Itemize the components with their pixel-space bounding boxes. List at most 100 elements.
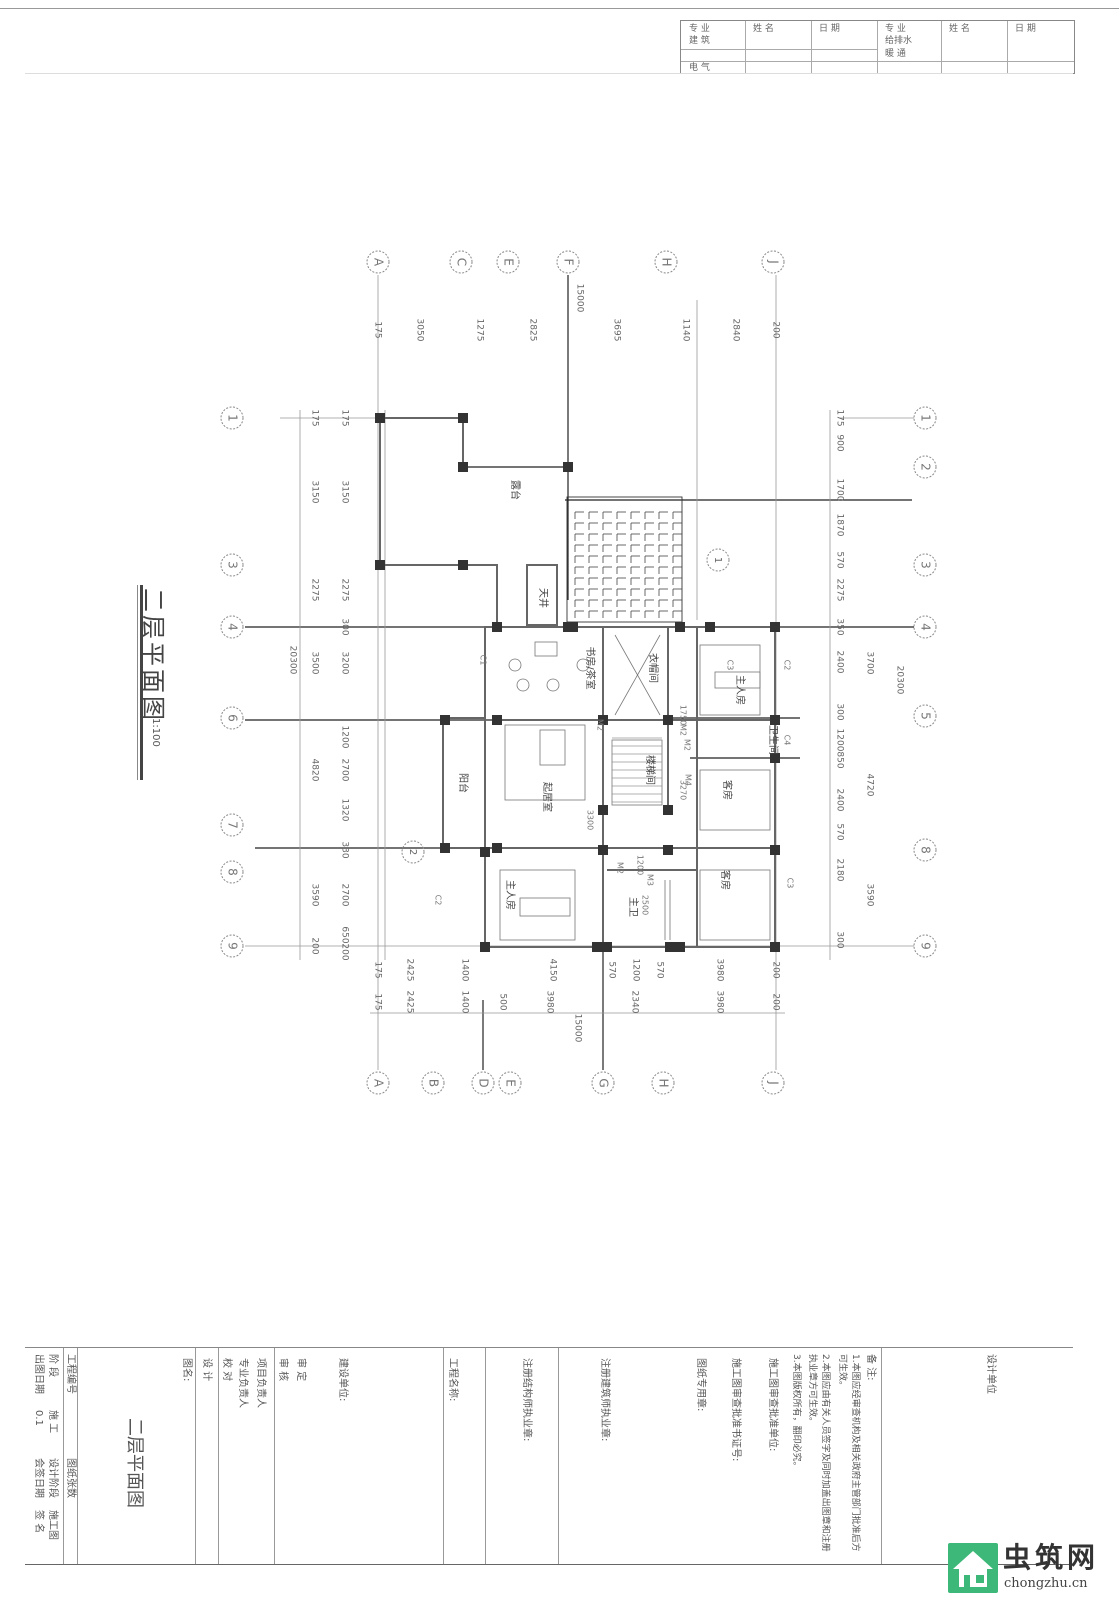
dim-left-inner: 200 [340,943,350,960]
axis-left-9: 9 [226,942,240,950]
stair-terrace [566,496,683,623]
tb-role-review: 审 核 [277,1358,288,1382]
axis-top-E-bubble [496,250,520,274]
tag: C3 [786,878,795,889]
column [440,715,450,725]
dim-left-inner: 1200 [340,726,350,749]
dim-right-outer: 4720 [865,774,875,797]
tb-stage-value: 施 工 [47,1410,58,1434]
dim-right-inner: 570 [835,823,845,840]
tb-note-3: 3.本图版权所有，翻印必究。 [791,1354,801,1471]
dim-top: 200 [771,321,781,338]
tag: M4 [684,774,693,786]
room-label: 主卫 [627,897,639,917]
sig-row-electrical: 电 气 [689,63,710,73]
axis-left-3-bubble [220,553,244,577]
dim-bottom-row2: 2340 [630,991,640,1014]
dim-bottom-row2: 2425 [405,991,415,1014]
dim-bottom-row2: 3980 [545,991,555,1014]
tb-sign-date-label: 会签日期 [33,1458,44,1498]
column [458,413,468,423]
axis-top-H-bubble [654,250,678,274]
tb-role-proofread: 校 对 [221,1358,232,1382]
axis-top-H: H [660,257,674,266]
column [375,560,385,570]
axis-bottom-E-bubble [498,1071,522,1095]
dim-right-inner: 1200 [835,729,845,752]
column [663,715,673,725]
tb-drawing-name: 二层平面图 [124,1418,145,1508]
tb-role-design: 设 计 [201,1358,212,1382]
section-mark: 1 [712,557,723,563]
axis-left-9-bubble [220,934,244,958]
axis-top-C: C [455,258,469,266]
drawing-title: 二层平面图 [139,588,167,723]
axis-left-1: 1 [226,414,240,422]
watermark-brand: 虫筑网 [1003,1541,1100,1574]
title-block: 出图日期 0.1 会签日期 签 名 阶 段 施 工 设计阶段 施工图 工程编号 … [25,1347,1073,1565]
dim-left-outer: 2275 [310,579,320,602]
tag: C4 [783,735,792,746]
dim-left-outer: 200 [310,937,320,954]
dim-top: 3050 [415,319,425,342]
dim-left-inner: 2275 [340,579,350,602]
dim-right-outer: 3590 [865,884,875,907]
furniture [499,634,771,941]
axis-bottom-A-bubble [366,1071,390,1095]
dim-bottom-row1: 3980 [715,959,725,982]
dim-left-inner: 3200 [340,652,350,675]
dim-right-inner: 2180 [835,859,845,882]
axis-right-8: 8 [919,846,933,854]
sig-date-header-2: 日 期 [1015,24,1036,34]
column [568,622,578,632]
tb-design-stage-label: 设计阶段 [47,1458,58,1498]
dim-right-inner: 1870 [835,514,845,537]
column [375,413,385,423]
stair-treads [574,511,682,803]
sig-row-plumbing: 给排水 [885,36,913,46]
dim-left-inner: 3150 [340,481,350,504]
tb-print-date-value: 0.1 [33,1410,44,1426]
room-label: 主人房 [734,675,747,705]
tb-note-1: 1.本图应经审查机构及相关政府主管部门批准后方可生效。 [837,1354,860,1552]
dim-right-inner: 850 [835,751,845,768]
column [480,942,490,952]
axis-bottom-D: D [477,1078,491,1087]
tag: M2 [596,719,605,731]
tb-notes-title: 备 注: [865,1354,876,1381]
sig-discipline-header-2: 专 业 [885,24,906,34]
sig-name-header: 姓 名 [753,24,774,34]
dim-left-outer: 4820 [310,759,320,782]
dim-top: 2840 [731,319,741,342]
dim-bottom-row2: 3980 [715,991,725,1014]
axis-right-4-bubble [913,615,937,639]
dim-bottom-row1: 570 [655,961,665,978]
column [458,560,468,570]
dim-left-inner: 175 [340,409,350,426]
tag: 1200 [636,855,645,875]
dim-right-inner: 350 [835,618,845,635]
walls [379,417,776,948]
column [770,845,780,855]
dim-top-total: 15000 [575,284,585,313]
tb-client-label: 建设单位: [337,1358,348,1402]
room-label: 卫生间 [767,725,780,755]
tag: C3 [726,660,735,671]
axis-left-7-bubble [220,813,244,837]
room-label: 楼梯间 [644,755,657,785]
sig-discipline-header: 专 业 [689,24,710,34]
axis-right-8-bubble [913,838,937,862]
tb-sheet-count-label: 图纸张数 [65,1458,76,1498]
axis-right-5: 5 [919,712,933,720]
axis-right-2: 2 [919,463,933,471]
tb-project-label: 工程名称: [447,1358,458,1402]
column [563,462,573,472]
dim-top: 2825 [528,319,538,342]
tb-stage-label: 阶 段 [47,1354,58,1378]
dim-right-total: 20300 [895,666,905,695]
watermark-logo-icon [948,1543,998,1593]
axis-right-9-bubble [913,934,937,958]
sig-name-header-2: 姓 名 [949,24,970,34]
axis-left-8-bubble [220,860,244,884]
